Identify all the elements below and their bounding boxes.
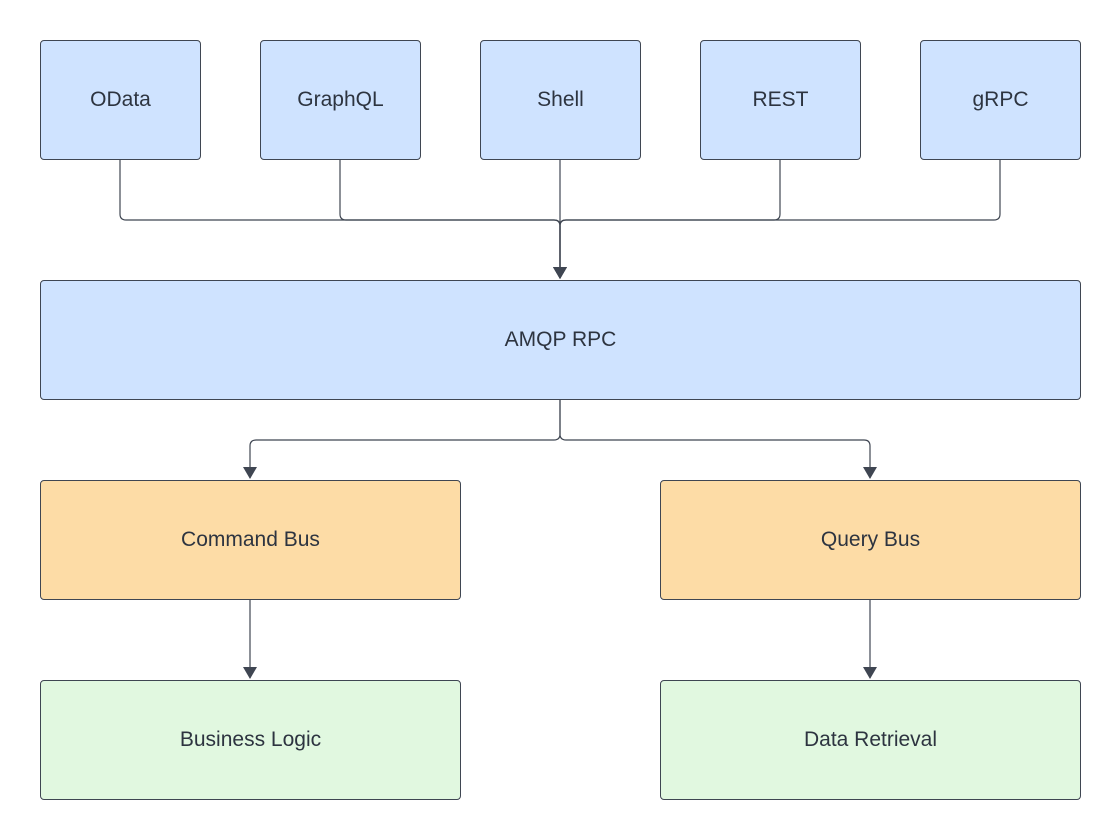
grpc-node: gRPC	[920, 40, 1081, 160]
shell-label: Shell	[537, 88, 584, 111]
graphql-label: GraphQL	[297, 88, 384, 111]
amqp-rpc-label: AMQP RPC	[504, 328, 617, 351]
command-bus-node: Command Bus	[40, 480, 461, 600]
rest-node: REST	[700, 40, 861, 160]
rest-label: REST	[752, 88, 809, 111]
data-retrieval-label: Data Retrieval	[803, 728, 938, 751]
odata-label: OData	[90, 88, 151, 111]
query-bus-node: Query Bus	[660, 480, 1081, 600]
connector-amqp-to-command-bus	[243, 400, 561, 479]
data-retrieval-node: Data Retrieval	[660, 680, 1081, 800]
amqp-rpc-node: AMQP RPC	[40, 280, 1081, 400]
connector-graphql-to-amqp	[339, 160, 567, 279]
business-logic-label: Business Logic	[179, 728, 322, 751]
grpc-label: gRPC	[972, 88, 1029, 111]
connector-rest-to-amqp	[553, 160, 781, 279]
connector-amqp-to-query-bus	[559, 400, 877, 479]
command-bus-label: Command Bus	[181, 528, 320, 551]
shell-node: Shell	[480, 40, 641, 160]
odata-node: OData	[40, 40, 201, 160]
business-logic-node: Business Logic	[40, 680, 461, 800]
query-bus-label: Query Bus	[820, 528, 921, 551]
graphql-node: GraphQL	[260, 40, 421, 160]
connector-grpc-to-amqp	[553, 160, 1001, 279]
